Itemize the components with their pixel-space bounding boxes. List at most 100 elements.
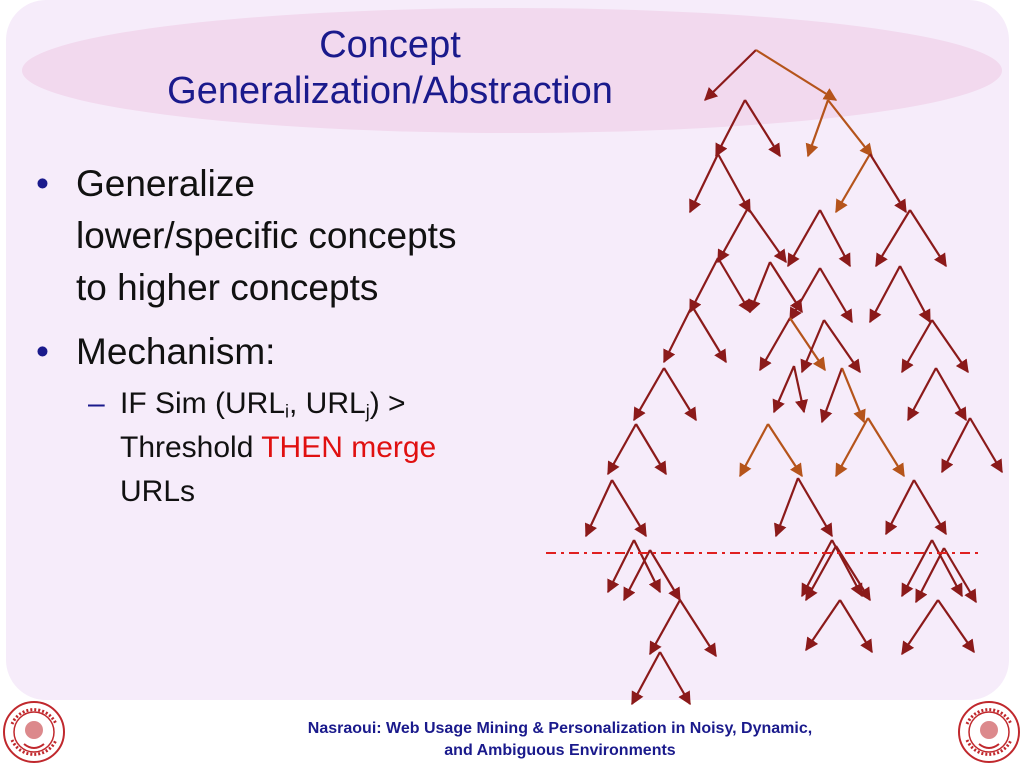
tree-edge-arrow [835,153,871,214]
tree-edge-arrow [901,319,933,374]
tree-edge-arrow [840,367,866,424]
tree-edge-arrow [789,267,821,322]
tree-edge-arrow [715,99,746,158]
university-seal-icon [958,701,1020,763]
bullet-dot: • [36,331,49,372]
tree-edge-arrow [789,317,826,372]
tree-edge-arrow [931,539,963,598]
rule-line-3: URLs [120,475,196,508]
tree-edge-arrow [774,477,800,538]
slide-footer: Nasraoui: Web Usage Mining & Personaliza… [230,718,890,762]
bullet-dot: • [36,163,49,204]
tree-edge-arrow [819,367,844,424]
tree-edge-arrow [767,423,803,478]
tree-edge-arrow [635,423,667,476]
tree-edge-arrow [623,549,651,602]
tree-edge-arrow [663,367,697,422]
tree-edge-arrow [739,423,769,478]
tree-edge-arrow [941,417,971,474]
footer-line-1: Nasraoui: Web Usage Mining & Personaliza… [307,720,813,737]
tree-edge-arrow [748,261,772,314]
tree-edge-arrow [755,49,838,101]
rule-line-2: Threshold THEN merge [120,431,437,464]
tree-edge-arrow [800,319,826,374]
then-merge-highlight: THEN merge [261,431,437,464]
tree-edge-arrow [744,99,781,158]
bullet-mechanism: • Mechanism: [30,326,560,378]
tree-edge-arrow [823,319,861,374]
tree-edge-arrow [747,207,787,264]
bullet-text: to higher concepts [76,267,379,308]
tree-edge-arrow [704,49,757,101]
tree-edge-arrow [935,367,967,422]
tree-edge-arrow [663,305,693,364]
tree-edge-arrow [649,549,681,602]
tree-edge-arrow [835,417,869,478]
sub-bullet-dash: – [88,387,105,420]
tree-edge-arrow [659,651,691,706]
footer-line-2: and Ambiguous Environments [444,742,676,759]
tree-edge-arrow [875,209,911,268]
tree-edge-arrow [913,479,947,536]
tree-edge-arrow [717,257,751,314]
tree-edge-arrow [899,265,931,324]
tree-edge-arrow [805,599,841,652]
tree-edge-arrow [689,153,719,214]
tree-edge-arrow [901,539,933,598]
tree-edge-arrow [633,367,665,422]
bullet-text: Mechanism: [76,331,276,372]
tree-edge-arrow [607,539,635,594]
tree-edge-arrow [679,599,717,658]
bullet-text: lower/specific concepts [76,215,457,256]
tree-edge-arrow [797,477,833,538]
bullet-text: Generalize [76,163,255,204]
tree-edge-arrow [931,319,969,374]
tree-edge-arrow [787,209,821,268]
tree-edge-arrow [867,417,905,478]
concept-hierarchy-diagram [546,49,1003,706]
tree-edge-arrow [805,545,837,602]
tree-edge-arrow [717,207,749,264]
tree-edge-arrow [649,599,681,656]
tree-edge-arrow [633,539,661,594]
slide-title: Concept Generalization/Abstraction [90,22,690,114]
subscript-i: i [285,401,289,422]
university-seal-icon [3,701,65,763]
tree-edge-arrow [801,539,833,598]
tree-edge-arrow [869,153,907,214]
tree-edge-arrow [611,479,647,538]
tree-edge-arrow [759,317,791,372]
tree-edge-arrow [885,479,915,536]
tree-edge-arrow [901,599,939,656]
title-line-2: Generalization/Abstraction [167,70,613,112]
tree-edge-arrow [835,545,871,602]
tree-edge-arrow [585,479,613,538]
tree-edge-arrow [819,209,851,268]
tree-edge-arrow [769,261,803,314]
tree-edges [585,49,1003,706]
tree-edge-arrow [717,153,751,214]
tree-edge-arrow [839,599,873,654]
sub-bullet-rule: – IF Sim (URLi, URLj) > Threshold THEN m… [30,382,560,514]
tree-edge-arrow [909,209,947,268]
tree-edge-arrow [631,651,661,706]
tree-edge-arrow [969,417,1003,474]
tree-edge-arrow [805,99,830,158]
tree-edge-arrow [915,547,945,604]
tree-edge-arrow [691,305,727,364]
tree-edge-arrow [689,257,719,314]
tree-edge-arrow [869,265,901,324]
rule-line-1: IF Sim (URLi, URLj) > [120,387,406,422]
tree-edge-arrow [792,365,808,414]
tree-edge-arrow [607,423,637,476]
bullet-list: • Generalize lower/specific concepts to … [30,158,560,514]
tree-edge-arrow [907,367,937,422]
tree-edge-arrow [819,267,853,324]
title-line-1: Concept [319,24,461,66]
tree-edge-arrow [827,99,873,158]
tree-edge-arrow [943,547,977,604]
tree-edge-arrow [937,599,975,654]
tree-edge-arrow [772,365,796,414]
bullet-generalize: • Generalize lower/specific concepts to … [30,158,560,314]
subscript-j: j [365,401,370,422]
